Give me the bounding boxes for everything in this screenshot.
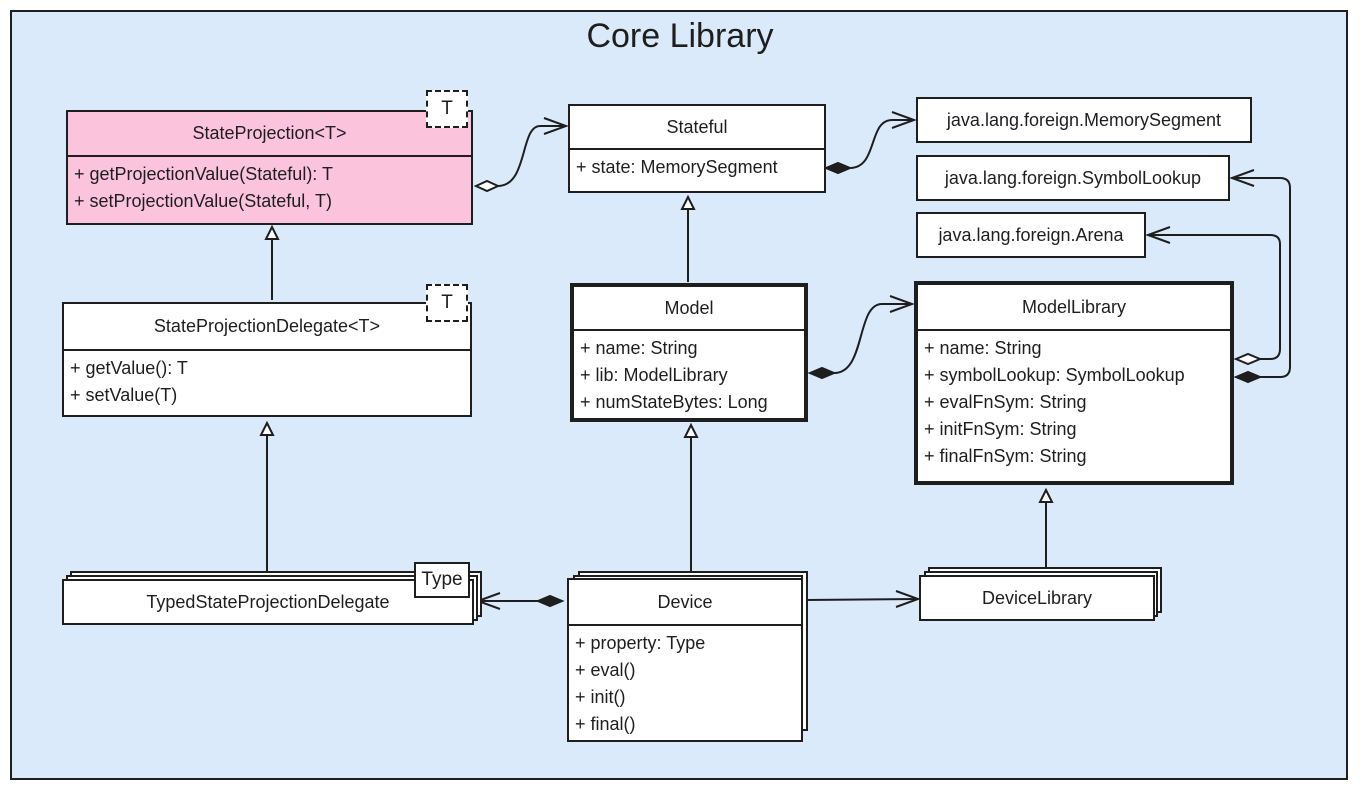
member: + getValue(): T (70, 358, 188, 378)
type-parameter: T (426, 90, 468, 128)
edge-stateprojection-stateful (497, 125, 566, 187)
member: + initFnSym: String (924, 419, 1077, 439)
arrowhead-open (889, 295, 915, 313)
class-members: + name: String + symbolLookup: SymbolLoo… (918, 331, 1230, 470)
triangle-hollow (259, 420, 275, 436)
arrowhead-open (895, 590, 921, 608)
arrowhead-open (543, 117, 569, 135)
diagram-title: Core Library (586, 17, 774, 55)
type-parameter: Type (414, 562, 470, 598)
class-name: java.lang.foreign.Arena (938, 224, 1124, 245)
class-memory-segment[interactable]: java.lang.foreign.MemorySegment (916, 97, 1252, 143)
class-model[interactable]: Model + name: String + lib: ModelLibrary… (570, 283, 808, 422)
class-members: + state: MemorySegment (570, 150, 824, 181)
diamond-hollow (1233, 352, 1263, 366)
edge-modellibrary-arena (1148, 234, 1281, 360)
member: + name: String (580, 338, 698, 358)
class-symbol-lookup[interactable]: java.lang.foreign.SymbolLookup (916, 155, 1230, 201)
edge-device-devicelibrary (805, 598, 919, 601)
edge-model-modellibrary (833, 303, 912, 374)
diamond-filled (535, 594, 565, 608)
edge-modellibrary-symbollookup (1232, 177, 1291, 378)
class-typed-state-projection-delegate[interactable]: TypedStateProjectionDelegate (62, 579, 474, 625)
triangle-hollow (1038, 487, 1054, 503)
member: + finalFnSym: String (924, 446, 1087, 466)
class-state-projection[interactable]: StateProjection<T> + getProjectionValue(… (66, 110, 473, 225)
class-name: Stateful (570, 106, 824, 150)
class-name: ModelLibrary (918, 285, 1230, 331)
class-device-library[interactable]: DeviceLibrary (919, 575, 1155, 621)
class-name: StateProjectionDelegate<T> (64, 304, 470, 351)
member: + symbolLookup: SymbolLookup (924, 365, 1185, 385)
class-members: + name: String + lib: ModelLibrary + num… (574, 331, 804, 416)
class-device[interactable]: Device + property: Type + eval() + init(… (567, 578, 803, 742)
member: + lib: ModelLibrary (580, 365, 728, 385)
member: + final() (575, 714, 636, 734)
member: + setProjectionValue(Stateful, T) (74, 191, 332, 211)
type-parameter: T (426, 284, 468, 322)
member: + evalFnSym: String (924, 392, 1087, 412)
member: + getProjectionValue(Stateful): T (74, 164, 333, 184)
class-state-projection-delegate[interactable]: StateProjectionDelegate<T> + getValue():… (62, 302, 472, 417)
arrowhead-open (1145, 226, 1171, 244)
member: + setValue(T) (70, 385, 178, 405)
class-name: java.lang.foreign.MemorySegment (946, 109, 1222, 130)
class-members: + getProjectionValue(Stateful): T + setP… (68, 157, 471, 215)
edge-stateful-memorysegment (849, 119, 914, 169)
class-stateful[interactable]: Stateful + state: MemorySegment (568, 104, 826, 193)
diamond-hollow (473, 179, 501, 193)
class-arena[interactable]: java.lang.foreign.Arena (916, 212, 1146, 258)
class-name: Device (569, 580, 801, 626)
diamond-filled (823, 161, 853, 175)
arrowhead-open (1229, 169, 1255, 187)
class-name: TypedStateProjectionDelegate (146, 591, 390, 612)
triangle-hollow (683, 422, 699, 438)
diamond-filled (807, 366, 837, 380)
triangle-hollow (680, 194, 696, 210)
member: + name: String (924, 338, 1042, 358)
diamond-filled (1233, 370, 1263, 384)
triangle-hollow (264, 224, 280, 240)
member: + numStateBytes: Long (580, 392, 768, 412)
member: + state: MemorySegment (576, 157, 778, 177)
class-members: + property: Type + eval() + init() + fin… (569, 626, 801, 738)
class-name: Model (574, 287, 804, 331)
arrowhead-open (891, 111, 917, 129)
class-model-library[interactable]: ModelLibrary + name: String + symbolLook… (914, 281, 1234, 485)
member: + property: Type (575, 633, 706, 653)
class-name: StateProjection<T> (68, 112, 471, 157)
member: + init() (575, 687, 626, 707)
class-members: + getValue(): T + setValue(T) (64, 351, 470, 409)
member: + eval() (575, 660, 636, 680)
class-name: java.lang.foreign.SymbolLookup (944, 167, 1202, 188)
class-name: DeviceLibrary (981, 587, 1093, 608)
